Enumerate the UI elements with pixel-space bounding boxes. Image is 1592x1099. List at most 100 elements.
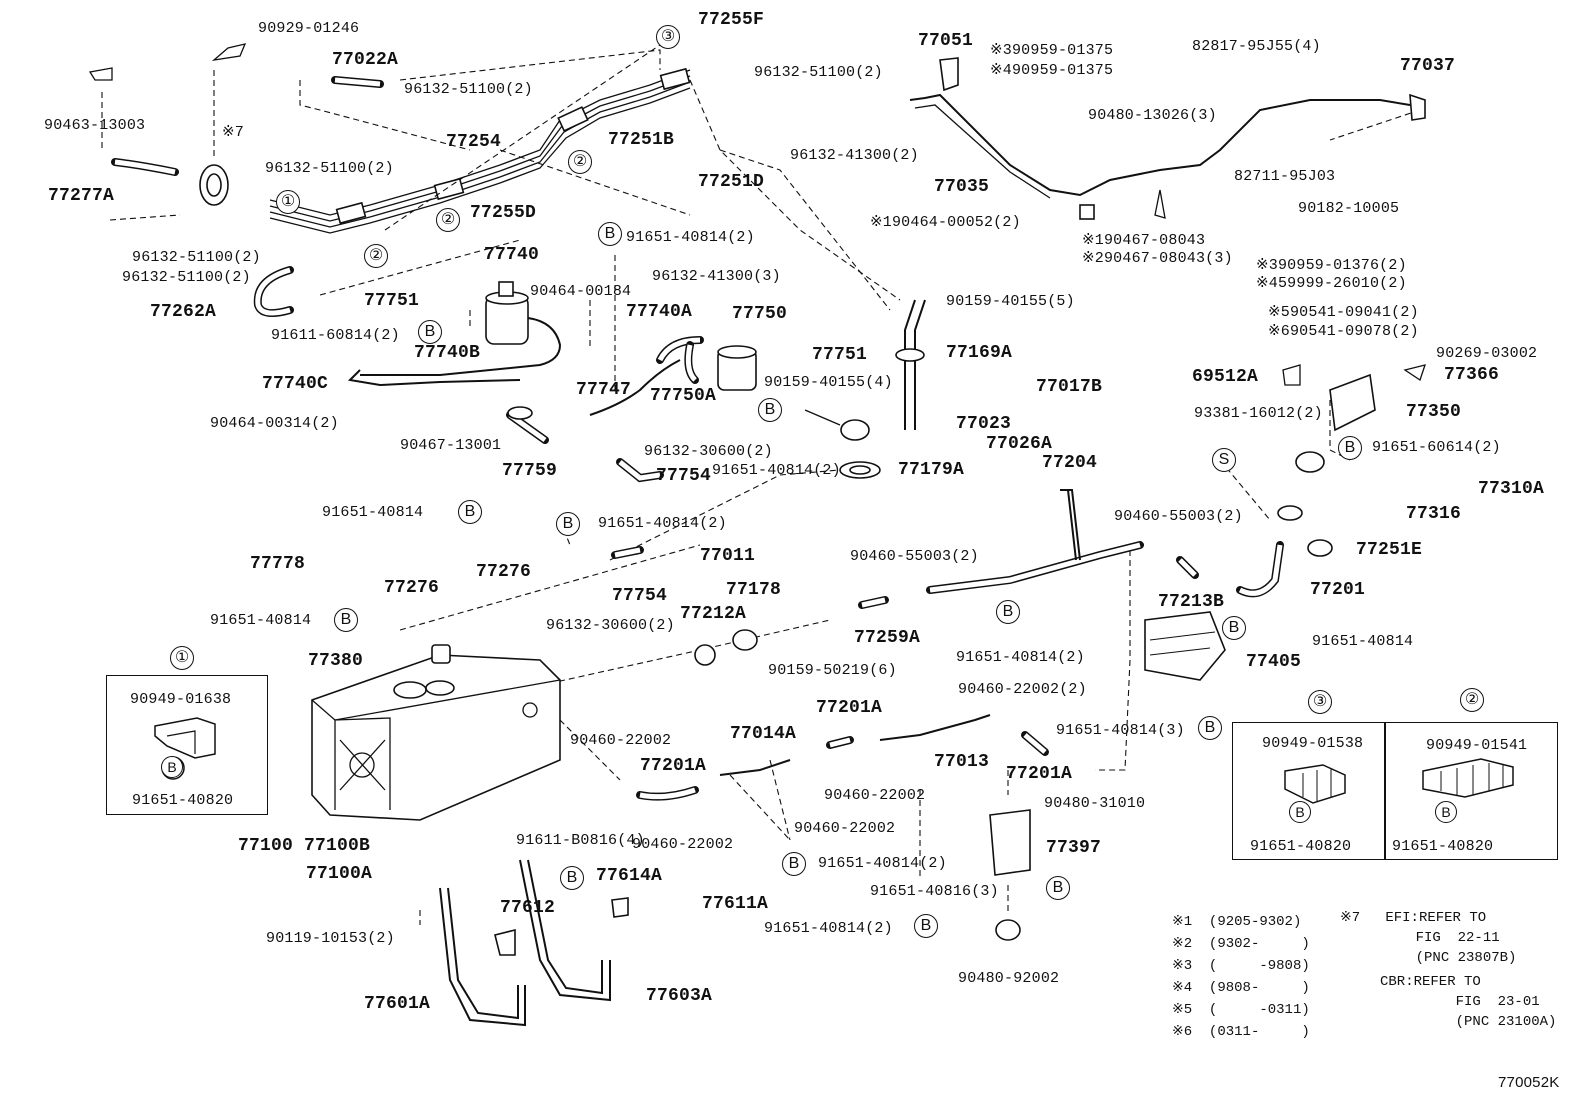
tank-straps: [439, 859, 629, 1027]
callout-90119-10153: 90119-10153(2): [266, 930, 395, 947]
callout-77603A: 77603A: [646, 986, 713, 1006]
callout-90460-22002-b: 90460-22002: [570, 732, 672, 749]
callout-90480-31010: 90480-31010: [1044, 795, 1146, 812]
callout-90460-22002-e: 90460-22002: [632, 836, 734, 853]
marker-b-2: B: [418, 320, 442, 344]
callout-90949-01638: 90949-01638: [130, 691, 232, 708]
callout-90159-40155-4: 90159-40155(4): [764, 374, 893, 391]
inset-one-drawing: [154, 717, 216, 780]
callout-77213B: 77213B: [1158, 592, 1225, 612]
callout-77100: 77100: [238, 836, 294, 856]
note-4: ※4 (9808- ): [1172, 980, 1310, 996]
marker-b-10: B: [1198, 716, 1222, 740]
callout-91611-B0816: 91611-B0816(4): [516, 832, 645, 849]
top-right-tubes: [909, 57, 1426, 220]
marker-b-7: B: [334, 608, 358, 632]
callout-96132-30600-a: 96132-30600(2): [644, 443, 773, 460]
callout-90460-55003-b: 90460-55003(2): [850, 548, 979, 565]
callout-90464-00314: 90464-00314(2): [210, 415, 339, 432]
inset-label-three: ③: [1308, 690, 1332, 714]
callout-77740B: 77740B: [414, 343, 481, 363]
callout-77612: 77612: [500, 898, 556, 918]
note-5: ※5 ( -0311): [1172, 1002, 1310, 1018]
callout-93381-16012: 93381-16012(2): [1194, 405, 1323, 422]
callout-90929-01246: 90929-01246: [258, 20, 360, 37]
callout-96132-51100-b: 96132-51100(2): [754, 64, 883, 81]
note-1: ※1 (9205-9302): [1172, 914, 1302, 930]
inset-three: B: [1232, 722, 1386, 860]
callout-77740C: 77740C: [262, 374, 329, 394]
callout-77754-a: 77754: [656, 466, 712, 486]
callout-77178: 77178: [726, 580, 782, 600]
callout-77017B: 77017B: [1036, 377, 1103, 397]
marker-s: S: [1212, 448, 1236, 472]
callout-96132-51100-e: 96132-51100(2): [122, 269, 251, 286]
callout-77759: 77759: [502, 461, 558, 481]
callout-77204: 77204: [1042, 453, 1098, 473]
callout-91651-60614: 91651-60614(2): [1372, 439, 1501, 456]
callout-77276-a: 77276: [384, 578, 440, 598]
callout-77201A-c: 77201A: [1006, 764, 1073, 784]
callout-77277A: 77277A: [48, 186, 115, 206]
callout-90463-13003: 90463-13003: [44, 117, 146, 134]
inset-label-two: ②: [1460, 688, 1484, 712]
tank-hoses: [611, 546, 1049, 941]
callout-91651-40814-h: 91651-40814(3): [1056, 722, 1185, 739]
note-ref-efi: ※7 EFI:REFER TO FIG 22-11 (PNC 23807B): [1340, 910, 1517, 966]
callout-91651-40816: 91651-40816(3): [870, 883, 999, 900]
callout-77251E: 77251E: [1356, 540, 1423, 560]
callout-77750: 77750: [732, 304, 788, 324]
fuel-tank: [311, 644, 561, 821]
marker-b-4: B: [1338, 436, 1362, 460]
callout-77051: 77051: [918, 31, 974, 51]
callout-77259A: 77259A: [854, 628, 921, 648]
callout-91651-40814-d: 91651-40814(2): [598, 515, 727, 532]
callout-90480-13026: 90480-13026(3): [1088, 107, 1217, 124]
callout-90541-09078: ※690541-09078(2): [1268, 323, 1419, 340]
callout-77778: 77778: [250, 554, 306, 574]
callout-91651-40814-b: 91651-40814(2): [712, 462, 841, 479]
marker-one: ①: [276, 190, 300, 214]
callout-82711-95J03: 82711-95J03: [1234, 168, 1336, 185]
callout-90460-22002-a: 90460-22002(2): [958, 681, 1087, 698]
callout-77212A: 77212A: [680, 604, 747, 624]
marker-b-12: B: [1046, 876, 1070, 900]
callout-77751-a: 77751: [364, 291, 420, 311]
note-6: ※6 (0311- ): [1172, 1024, 1310, 1040]
marker-two-a: ②: [364, 244, 388, 268]
callout-77740: 77740: [484, 245, 540, 265]
inset-two-drawing: [1422, 758, 1514, 798]
callout-90460-22002-c: 90460-22002: [824, 787, 926, 804]
callout-91651-40820-b: 91651-40820: [1250, 838, 1352, 855]
callout-77276-b: 77276: [476, 562, 532, 582]
marker-b-9: B: [1222, 616, 1246, 640]
note-3: ※3 ( -9808): [1172, 958, 1310, 974]
callout-90949-01538: 90949-01538: [1262, 735, 1364, 752]
callout-96132-51100-d: 96132-51100(2): [132, 249, 261, 266]
callout-77014A: 77014A: [730, 724, 797, 744]
callout-90159-40155-5: 90159-40155(5): [946, 293, 1075, 310]
callout-90959-01375-3: ※390959-01375: [990, 42, 1114, 59]
note-ref-cbr: CBR:REFER TO FIG 23-01 (PNC 23100A): [1380, 974, 1557, 1030]
callout-96132-41300-a: 96132-41300(2): [790, 147, 919, 164]
callout-note7: ※7: [222, 124, 244, 141]
callout-77201A-b: 77201A: [640, 756, 707, 776]
inset-one-b: B: [161, 756, 183, 778]
callout-91611-60814: 91611-60814(2): [271, 327, 400, 344]
callout-96132-51100-c: 96132-51100(2): [265, 160, 394, 177]
callout-77255F: 77255F: [698, 10, 765, 30]
gauge-sender: [804, 299, 926, 479]
inset-label-one: ①: [170, 646, 194, 670]
callout-96132-51100-a: 96132-51100(2): [404, 81, 533, 98]
callout-77380: 77380: [308, 651, 364, 671]
canister-parts: [347, 281, 757, 483]
filler-pipe: [926, 364, 1426, 681]
fuel-tube-assembly: [269, 67, 691, 234]
callout-77169A: 77169A: [946, 343, 1013, 363]
inset-three-b: B: [1289, 801, 1311, 823]
marker-b-11: B: [782, 852, 806, 876]
callout-77251B: 77251B: [608, 130, 675, 150]
callout-77011: 77011: [700, 546, 756, 566]
callout-69512A: 69512A: [1192, 367, 1259, 387]
callout-77023: 77023: [956, 414, 1012, 434]
